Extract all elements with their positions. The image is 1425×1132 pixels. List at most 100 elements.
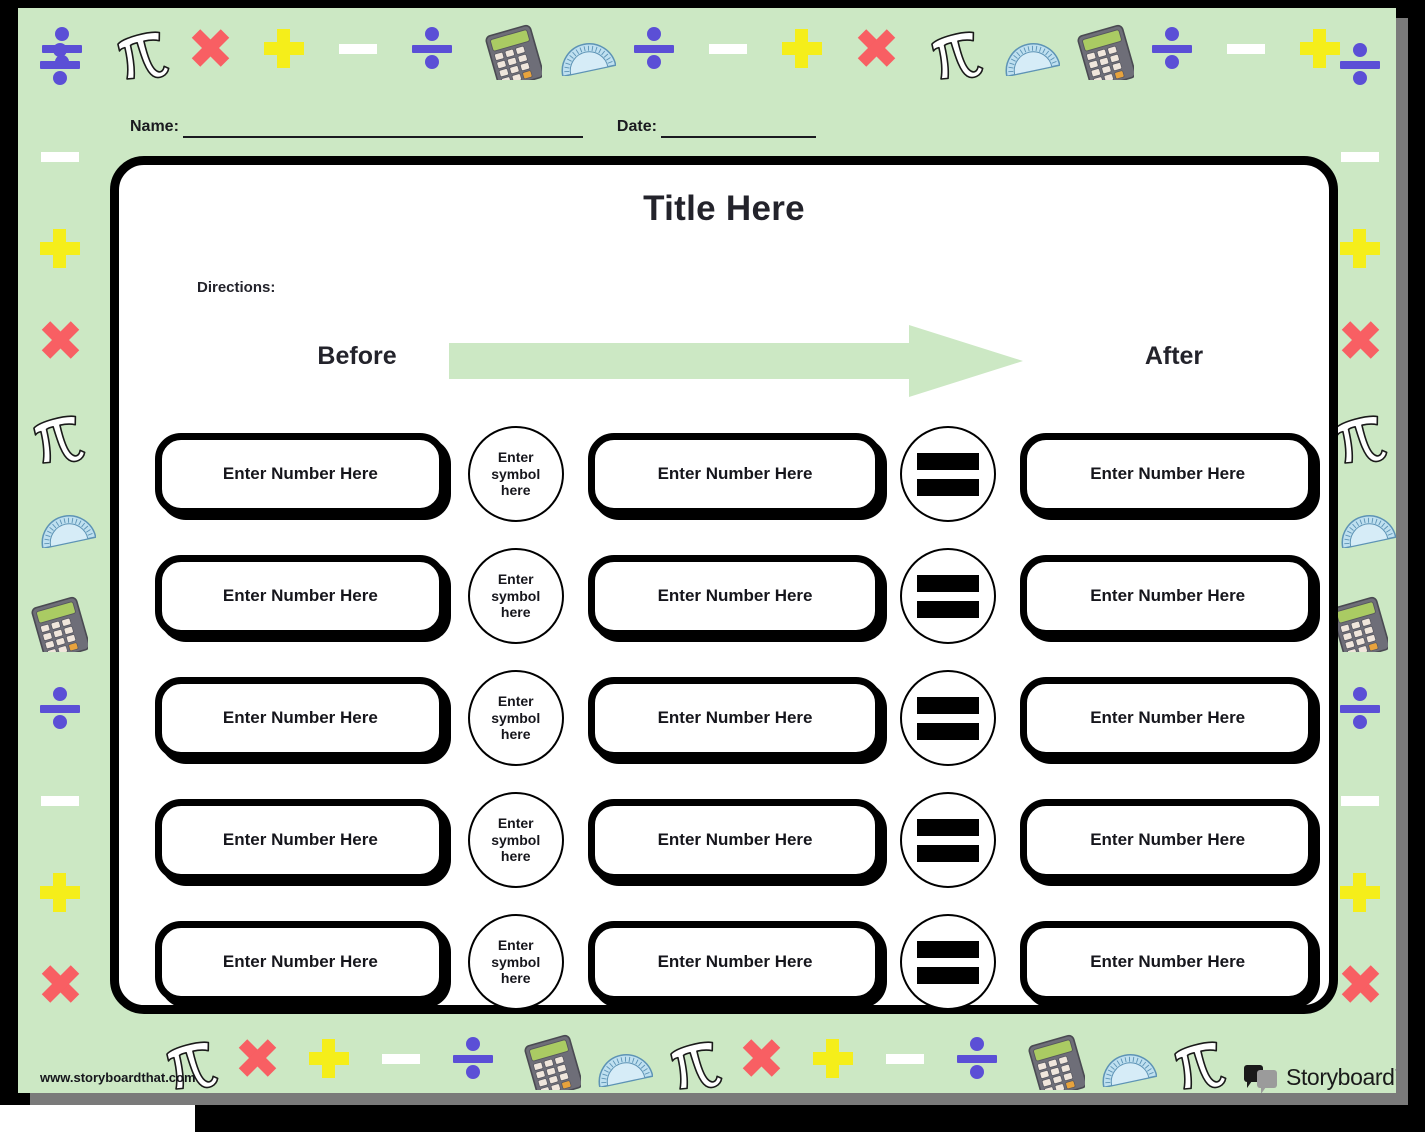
worksheet-sheet: Name: Date: Title Here Directions: Befor… — [18, 8, 1396, 1093]
operand-number-box[interactable]: Enter Number Here — [587, 921, 883, 1003]
protractor-icon — [1099, 1041, 1157, 1087]
plus-icon — [307, 1036, 351, 1080]
minus-icon — [38, 778, 82, 822]
multiply-icon — [38, 318, 82, 362]
before-number-text: Enter Number Here — [222, 586, 378, 605]
page-edge-bottom — [30, 1093, 1408, 1105]
symbol-line-1: Enter — [497, 571, 534, 588]
divide-icon — [410, 26, 454, 70]
before-number-text: Enter Number Here — [222, 708, 378, 727]
minus-icon — [706, 26, 750, 70]
divide-icon — [38, 686, 82, 730]
plus-icon — [811, 1036, 855, 1080]
multiply-icon — [1338, 318, 1382, 362]
pi-icon — [667, 1036, 723, 1093]
equals-circle-icon — [900, 914, 997, 1010]
page-edge-right — [1396, 18, 1408, 1103]
minus-icon — [379, 1036, 423, 1080]
operand-number-text: Enter Number Here — [657, 952, 813, 971]
after-number-text: Enter Number Here — [1090, 952, 1246, 971]
page-edge-corner — [0, 1105, 195, 1132]
divide-icon — [632, 26, 676, 70]
after-number-box[interactable]: Enter Number Here — [1020, 433, 1315, 515]
protractor-icon — [1002, 30, 1060, 76]
date-label: Date: — [616, 118, 657, 135]
directions-label[interactable]: Directions: — [197, 279, 276, 296]
before-number-box[interactable]: Enter Number Here — [155, 677, 446, 759]
operand-number-box[interactable]: Enter Number Here — [587, 677, 883, 759]
before-number-box[interactable]: Enter Number Here — [155, 433, 446, 515]
symbol-line-1: Enter — [497, 449, 534, 466]
page-title[interactable]: Title Here — [643, 189, 805, 228]
operand-number-box[interactable]: Enter Number Here — [587, 555, 883, 637]
protractor-icon — [558, 30, 616, 76]
divide-icon — [955, 1036, 999, 1080]
multiply-icon — [854, 26, 898, 70]
logo-wordmark: StoryboardThat — [1286, 1064, 1396, 1091]
multiply-icon — [38, 962, 82, 1006]
after-number-text: Enter Number Here — [1090, 830, 1246, 849]
operand-number-text: Enter Number Here — [657, 708, 813, 727]
before-number-box[interactable]: Enter Number Here — [155, 555, 446, 637]
equals-circle-icon — [900, 548, 997, 644]
equals-circle-icon — [900, 426, 997, 522]
pi-icon — [1171, 1036, 1227, 1093]
minus-icon — [1338, 134, 1382, 178]
after-number-box[interactable]: Enter Number Here — [1020, 555, 1315, 637]
name-input-line[interactable] — [182, 118, 583, 138]
operand-number-text: Enter Number Here — [657, 464, 813, 483]
symbol-line-3: here — [500, 970, 531, 987]
operand-number-text: Enter Number Here — [657, 586, 813, 605]
before-number-box[interactable]: Enter Number Here — [155, 799, 446, 881]
after-number-box[interactable]: Enter Number Here — [1020, 799, 1315, 881]
date-input-line[interactable] — [660, 118, 816, 138]
divide-icon — [1338, 686, 1382, 730]
symbol-line-3: here — [500, 482, 531, 499]
after-number-box[interactable]: Enter Number Here — [1020, 677, 1315, 759]
symbol-line-2: symbol — [491, 709, 541, 726]
logo-text-dark: Storyboard — [1286, 1063, 1395, 1090]
divide-icon — [1338, 42, 1382, 86]
symbol-line-3: here — [500, 726, 531, 743]
multiply-icon — [235, 1036, 279, 1080]
plus-icon — [1338, 226, 1382, 270]
plus-icon — [780, 26, 824, 70]
calculator-icon — [1076, 22, 1134, 80]
pi-icon — [114, 26, 170, 84]
protractor-icon — [38, 502, 96, 548]
calculator-icon — [30, 594, 88, 652]
multiply-icon — [739, 1036, 783, 1080]
symbol-line-1: Enter — [497, 815, 534, 832]
divide-icon — [1150, 26, 1194, 70]
minus-icon — [883, 1036, 927, 1080]
name-date-row: Name: Date: — [130, 108, 870, 138]
operand-number-box[interactable]: Enter Number Here — [587, 799, 883, 881]
minus-icon — [1338, 778, 1382, 822]
plus-icon — [38, 226, 82, 270]
after-number-text: Enter Number Here — [1090, 708, 1246, 727]
after-number-text: Enter Number Here — [1090, 464, 1246, 483]
symbol-line-3: here — [500, 604, 531, 621]
after-number-box[interactable]: Enter Number Here — [1020, 921, 1315, 1003]
minus-icon — [38, 134, 82, 178]
symbol-line-3: here — [500, 848, 531, 865]
plus-icon — [1338, 870, 1382, 914]
equals-circle-icon — [900, 792, 997, 888]
calculator-icon — [1330, 594, 1388, 652]
operand-number-text: Enter Number Here — [657, 830, 813, 849]
before-number-text: Enter Number Here — [222, 952, 378, 971]
plus-icon — [262, 26, 306, 70]
operand-number-box[interactable]: Enter Number Here — [587, 433, 883, 515]
before-number-box[interactable]: Enter Number Here — [155, 921, 446, 1003]
pi-icon — [163, 1036, 219, 1093]
